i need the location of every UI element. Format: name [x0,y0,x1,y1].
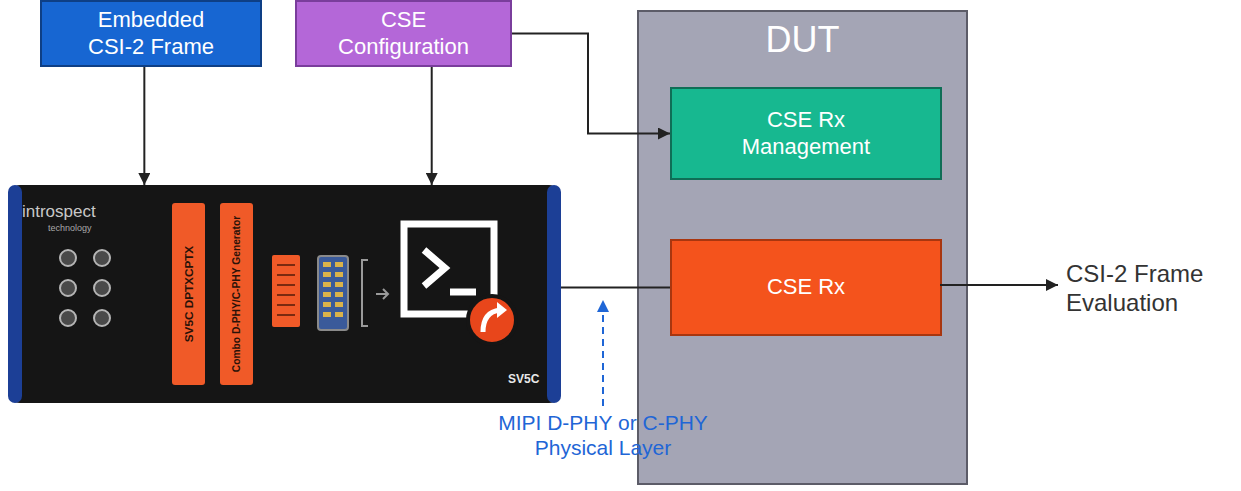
process-box: CSE Configuration [295,0,512,67]
connector-arrow [561,287,670,289]
box-label: CSE Rx [767,274,845,300]
process-box: CSE Rx [670,239,942,336]
device-text-holder: Combo D-PHY/C-PHY Generator [231,206,242,382]
device-body [8,185,561,403]
pin-legend-panel [272,255,300,327]
terminal-prompt [424,250,445,286]
coax-connector [94,280,110,296]
brand-label: introspect [22,203,96,222]
coax-connectors [60,250,110,326]
model-label: SV5C [508,373,539,386]
script-badge [468,296,516,344]
device-text-holder: SV5C [508,373,539,386]
coax-connector [60,250,76,266]
connector-arrow [431,67,433,185]
connector-arrow [143,67,145,185]
process-box: Embedded CSI-2 Frame [40,0,262,67]
leader-arrow [602,300,604,406]
coax-connector [94,310,110,326]
panel-label: SV5C DPTXCPTX [182,206,195,382]
brand-label: technology [48,224,92,234]
box-label: CSE Configuration [319,7,489,60]
device-text-holder: introspect [22,203,96,222]
output-label: CSI-2 Frame Evaluation [1066,260,1231,318]
pin-legend-lines [277,265,295,315]
device-text-holder: SV5C DPTXCPTX [182,206,195,382]
terminal-cursor [450,289,476,296]
connector-pins [323,262,343,317]
coax-connector [60,280,76,296]
box-label: Embedded CSI-2 Frame [76,7,226,60]
interface-label: MIPI D-PHY or C-PHY Physical Layer [483,410,723,460]
coax-connector [94,250,110,266]
device-end-cap [547,185,561,403]
multi-pin-connector [318,256,348,330]
orange-panel [172,203,205,385]
coax-connector [60,310,76,326]
panel-label: Combo D-PHY/C-PHY Generator [231,206,242,382]
orange-panel [220,203,253,385]
script-badge-arrowhead [497,302,507,318]
device-end-cap [8,185,22,403]
device-text-holder: technology [48,224,92,234]
output-bracket [362,260,388,326]
container-title: DUT [766,18,840,61]
output-arrow [940,284,1058,286]
box-label: CSE Rx Management [706,107,906,160]
process-box: CSE Rx Management [670,87,942,180]
